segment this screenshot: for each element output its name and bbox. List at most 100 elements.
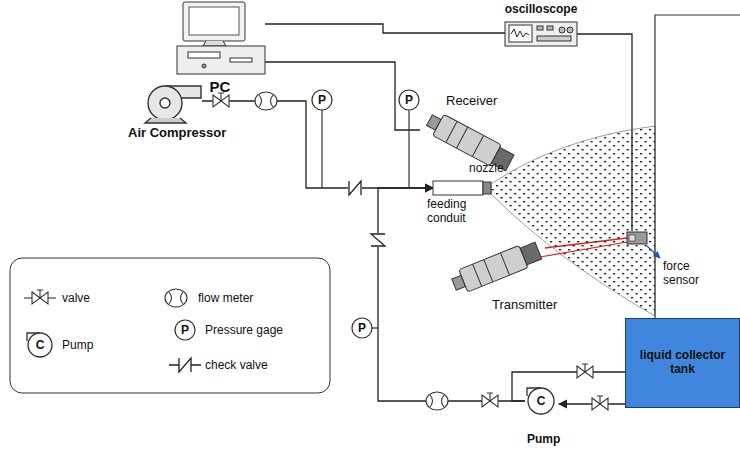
legend-item: flow meter xyxy=(198,291,253,305)
computer-case xyxy=(177,46,265,74)
valve xyxy=(213,93,229,107)
oscilloscope-illustration xyxy=(505,22,577,46)
legend-flow-meter-symbol xyxy=(165,289,187,307)
gage-letter: P xyxy=(401,92,417,108)
valve-stem xyxy=(487,393,493,401)
node-label: nozzle xyxy=(469,162,519,176)
air-compressor-illustration xyxy=(145,86,201,123)
pump-letter: C xyxy=(533,393,549,409)
transmitter-ring xyxy=(484,260,493,282)
valve xyxy=(482,393,498,407)
spray-cone xyxy=(491,126,655,316)
knob xyxy=(537,26,543,30)
legend-label: flow meter xyxy=(198,291,253,305)
leader-arrow xyxy=(647,246,660,258)
transmitter-illustration xyxy=(450,239,543,295)
pump-housing xyxy=(28,333,52,357)
force-sensor-body xyxy=(627,232,647,244)
node-label: Pump xyxy=(527,433,567,447)
flow-meter-body xyxy=(165,289,187,307)
feeding-conduit: nozzlefeeding conduit xyxy=(433,181,491,195)
valve xyxy=(577,364,593,378)
pump-illustration xyxy=(527,388,554,414)
pressure-gage xyxy=(399,90,419,188)
force-sensor: force sensor xyxy=(627,231,647,245)
pipe-line xyxy=(378,188,525,401)
pc-illustration xyxy=(177,2,265,74)
compressor-housing xyxy=(148,86,182,120)
gage-dial xyxy=(175,320,195,340)
transmitter-head xyxy=(520,242,542,265)
node-label: feeding conduit xyxy=(427,198,485,226)
node-label: liquid collector tank xyxy=(633,349,733,377)
pressure-gage xyxy=(352,318,378,338)
flow-meter-body xyxy=(426,392,448,410)
legend-label: valve xyxy=(62,291,90,305)
gage-letter: P xyxy=(354,320,370,336)
gage-dial xyxy=(399,90,419,110)
flow-meter-mark xyxy=(259,95,273,107)
node-label: Receiver xyxy=(446,94,518,109)
beam-line xyxy=(540,242,627,257)
legend-check-valve-symbol xyxy=(169,358,201,372)
oscilloscope-case xyxy=(505,22,577,46)
flow-meter-body xyxy=(255,92,277,110)
knob xyxy=(567,27,573,33)
gage-dial xyxy=(312,90,332,110)
node-label: Air Compressor xyxy=(128,126,240,141)
oscilloscope-screen xyxy=(509,25,532,42)
computer: PC xyxy=(175,2,265,76)
legend-box xyxy=(10,258,330,393)
legend-pump-symbol xyxy=(27,333,52,357)
pump-letter: C xyxy=(32,337,48,353)
gage-stem xyxy=(321,110,322,188)
receiver-ring xyxy=(446,121,457,142)
legend-item: Pump xyxy=(62,338,93,352)
gage-letter: P xyxy=(177,322,193,338)
check-valve-mark xyxy=(371,234,385,246)
monitor xyxy=(183,2,245,41)
gage-dial xyxy=(352,318,372,338)
feeding-conduit xyxy=(433,181,483,195)
check-valve-mark xyxy=(179,358,191,372)
transmitter-ring xyxy=(473,264,482,286)
pipe-line xyxy=(202,101,433,188)
legend-valve-symbol xyxy=(24,290,56,304)
gage-stem xyxy=(408,110,409,188)
force-sensor-face xyxy=(629,235,635,241)
receiver-ring xyxy=(472,135,483,156)
valve-stem xyxy=(37,290,43,298)
knob xyxy=(547,26,553,30)
legend-item: Pressure gage xyxy=(205,323,283,337)
liquid-collector-tank: liquid collector tank xyxy=(625,318,740,408)
check-valve-mark xyxy=(349,181,361,195)
transmitter-ring xyxy=(501,253,510,275)
transmitter-probe: Transmitter xyxy=(452,228,545,292)
valve xyxy=(592,396,608,410)
frame-line xyxy=(655,15,740,318)
flow-meter-mark xyxy=(169,292,183,304)
legend-label: Pump xyxy=(62,338,93,352)
pipe-line xyxy=(265,62,420,130)
knob xyxy=(537,36,571,41)
compressor-base xyxy=(145,118,186,123)
flow-meter-mark xyxy=(430,395,444,407)
receiver-ring xyxy=(456,127,467,148)
oscilloscope-device: oscilloscope xyxy=(505,22,577,46)
legend-gage-symbol xyxy=(175,320,195,340)
waveform xyxy=(511,29,529,37)
drive-slot xyxy=(230,58,252,62)
node-label: Transmitter xyxy=(492,298,572,313)
valve-stem xyxy=(597,396,603,404)
legend-label: check valve xyxy=(205,358,268,372)
compressor-hub xyxy=(160,98,170,108)
pipe-line xyxy=(265,24,505,33)
legend-label: Pressure gage xyxy=(205,323,283,337)
screen xyxy=(189,7,239,35)
nozzle xyxy=(483,182,491,194)
transmitter-body xyxy=(459,245,528,292)
check-valve xyxy=(371,233,385,247)
node-label: oscilloscope xyxy=(501,3,581,17)
flow-meter xyxy=(426,392,448,410)
